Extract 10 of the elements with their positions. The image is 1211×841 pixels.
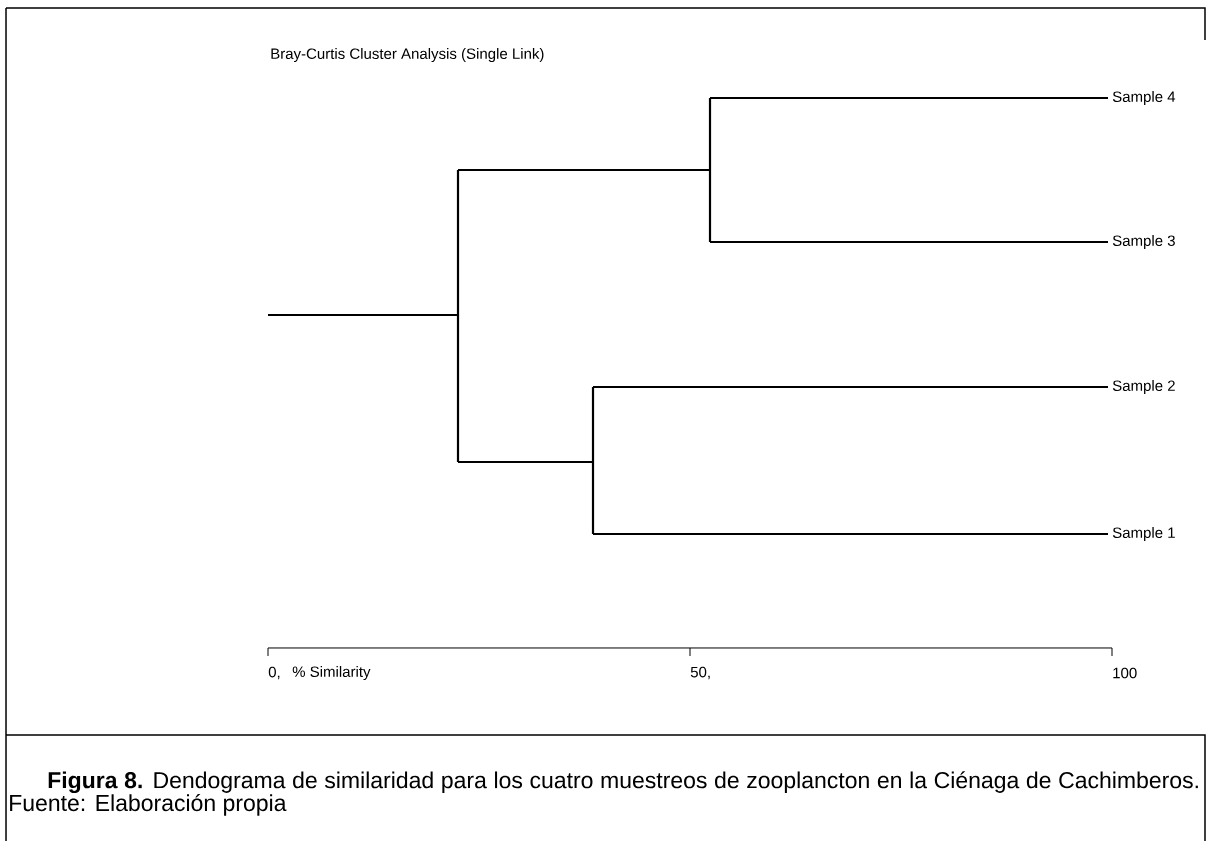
leaf-label: Sample 1: [1112, 527, 1175, 541]
leaf-label: Sample 4: [1112, 91, 1176, 105]
tick-label: 100: [1113, 667, 1137, 679]
chart-title: Bray-Curtis Cluster Analysis (Single Link): [271, 48, 544, 62]
axis-label: % Similarity: [292, 666, 371, 680]
tick-label: 0,: [268, 666, 280, 680]
leaf-label: Sample 3: [1112, 235, 1175, 249]
leaf-label: Sample 2: [1112, 380, 1175, 394]
caption: Figura 8. Dendograma de similaridad para los cuatro muestreos de zooplancton en la Ciénaga de Cachimberos. Fuente: Elaboración propia: [10, 771, 1198, 816]
tick-label: 50,: [690, 666, 710, 680]
